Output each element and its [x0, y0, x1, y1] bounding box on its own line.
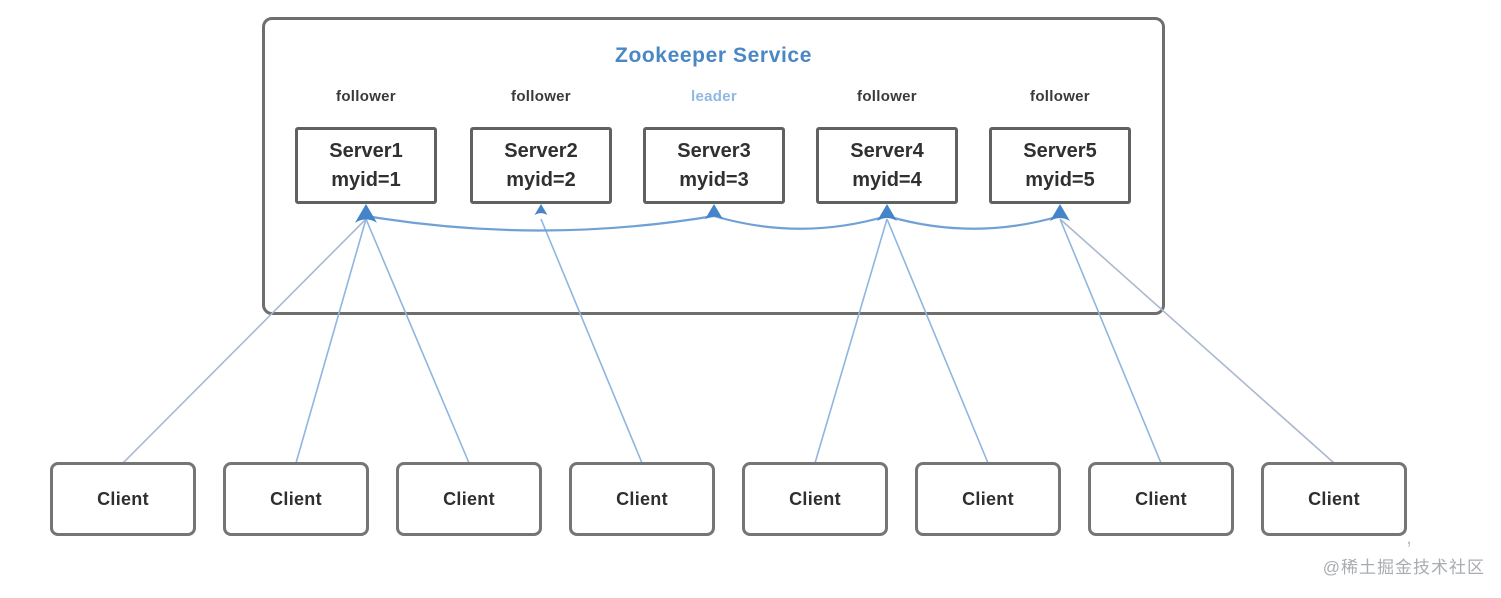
client-label: Client	[97, 488, 149, 509]
server-box-server3: Server3 myid=3	[643, 127, 785, 204]
client-label: Client	[1135, 488, 1187, 509]
server-box-server5: Server5 myid=5	[989, 127, 1131, 204]
client-label: Client	[443, 488, 495, 509]
server1-role-label: follower	[336, 88, 396, 105]
client-box-1: Client	[50, 462, 196, 536]
server-box-server1: Server1 myid=1	[295, 127, 437, 204]
server-name: Server3	[677, 139, 751, 162]
server-name: Server5	[1023, 139, 1097, 162]
server-name: Server2	[504, 139, 578, 162]
server3-role-label: leader	[691, 88, 737, 105]
client-label: Client	[270, 488, 322, 509]
server-name: Server1	[329, 139, 403, 162]
server-myid: myid=5	[1025, 168, 1095, 191]
service-title: Zookeeper Service	[615, 44, 812, 67]
client-label: Client	[1308, 488, 1360, 509]
server2-role-label: follower	[511, 88, 571, 105]
server-box-server4: Server4 myid=4	[816, 127, 958, 204]
server-myid: myid=2	[506, 168, 576, 191]
server-myid: myid=1	[331, 168, 401, 191]
client-box-5: Client	[742, 462, 888, 536]
server-myid: myid=4	[852, 168, 922, 191]
client-box-2: Client	[223, 462, 369, 536]
server-myid: myid=3	[679, 168, 749, 191]
server-name: Server4	[850, 139, 924, 162]
server4-role-label: follower	[857, 88, 917, 105]
client-label: Client	[616, 488, 668, 509]
client-label: Client	[962, 488, 1014, 509]
zookeeper-service-box	[262, 17, 1165, 315]
server5-role-label: follower	[1030, 88, 1090, 105]
watermark: @稀土掘金技术社区	[1322, 558, 1485, 577]
client-box-7: Client	[1088, 462, 1234, 536]
client-box-3: Client	[396, 462, 542, 536]
client-box-4: Client	[569, 462, 715, 536]
client-box-8: Client	[1261, 462, 1407, 536]
server-box-server2: Server2 myid=2	[470, 127, 612, 204]
client-label: Client	[789, 488, 841, 509]
client-box-6: Client	[915, 462, 1061, 536]
stray-mark: ,	[1406, 524, 1413, 549]
